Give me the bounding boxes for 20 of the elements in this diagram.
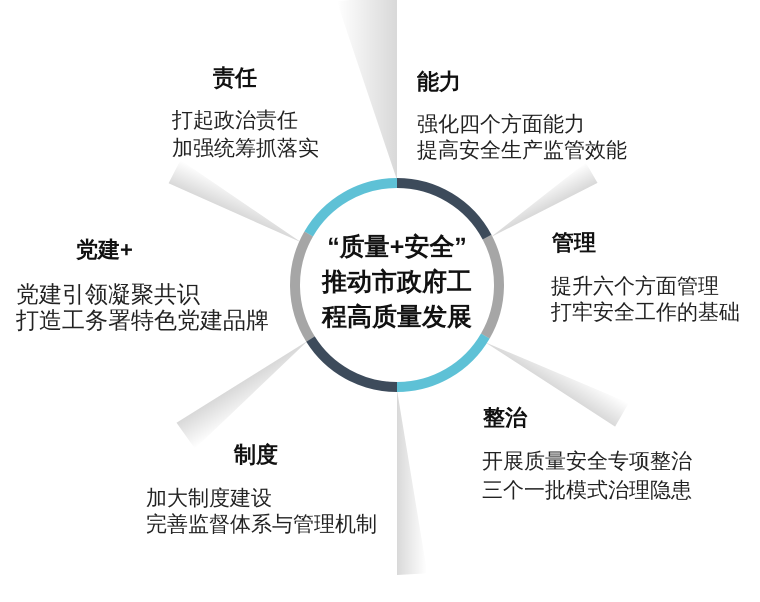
heading: 责任	[213, 67, 257, 89]
center-title: “质量+安全”	[327, 232, 467, 263]
body-text: 强化四个方面能力	[417, 114, 585, 135]
heading: 管理	[552, 232, 596, 254]
body-text: 开展质量安全专项整治	[482, 451, 692, 472]
body-text: 三个一批模式治理隐患	[482, 480, 692, 501]
body-text: 提高安全生产监管效能	[417, 140, 627, 161]
body-text: 打起政治责任	[172, 110, 298, 131]
body-text: 加大制度建设	[146, 488, 272, 509]
body-text: 党建引领凝聚共识	[16, 283, 200, 306]
heading: 党建+	[76, 239, 133, 261]
heading: 能力	[417, 71, 461, 93]
body-text: 完善监督体系与管理机制	[146, 514, 377, 535]
body-text: 打造工务署特色党建品牌	[16, 309, 269, 332]
center-title: 推动市政府工程高质量发展	[320, 267, 473, 333]
heading: 整治	[483, 407, 527, 429]
body-text: 提升六个方面管理	[551, 276, 719, 297]
body-text: 加强统筹抓落实	[172, 138, 319, 159]
heading: 制度	[234, 444, 278, 466]
body-text: 打牢安全工作的基础	[551, 302, 740, 323]
